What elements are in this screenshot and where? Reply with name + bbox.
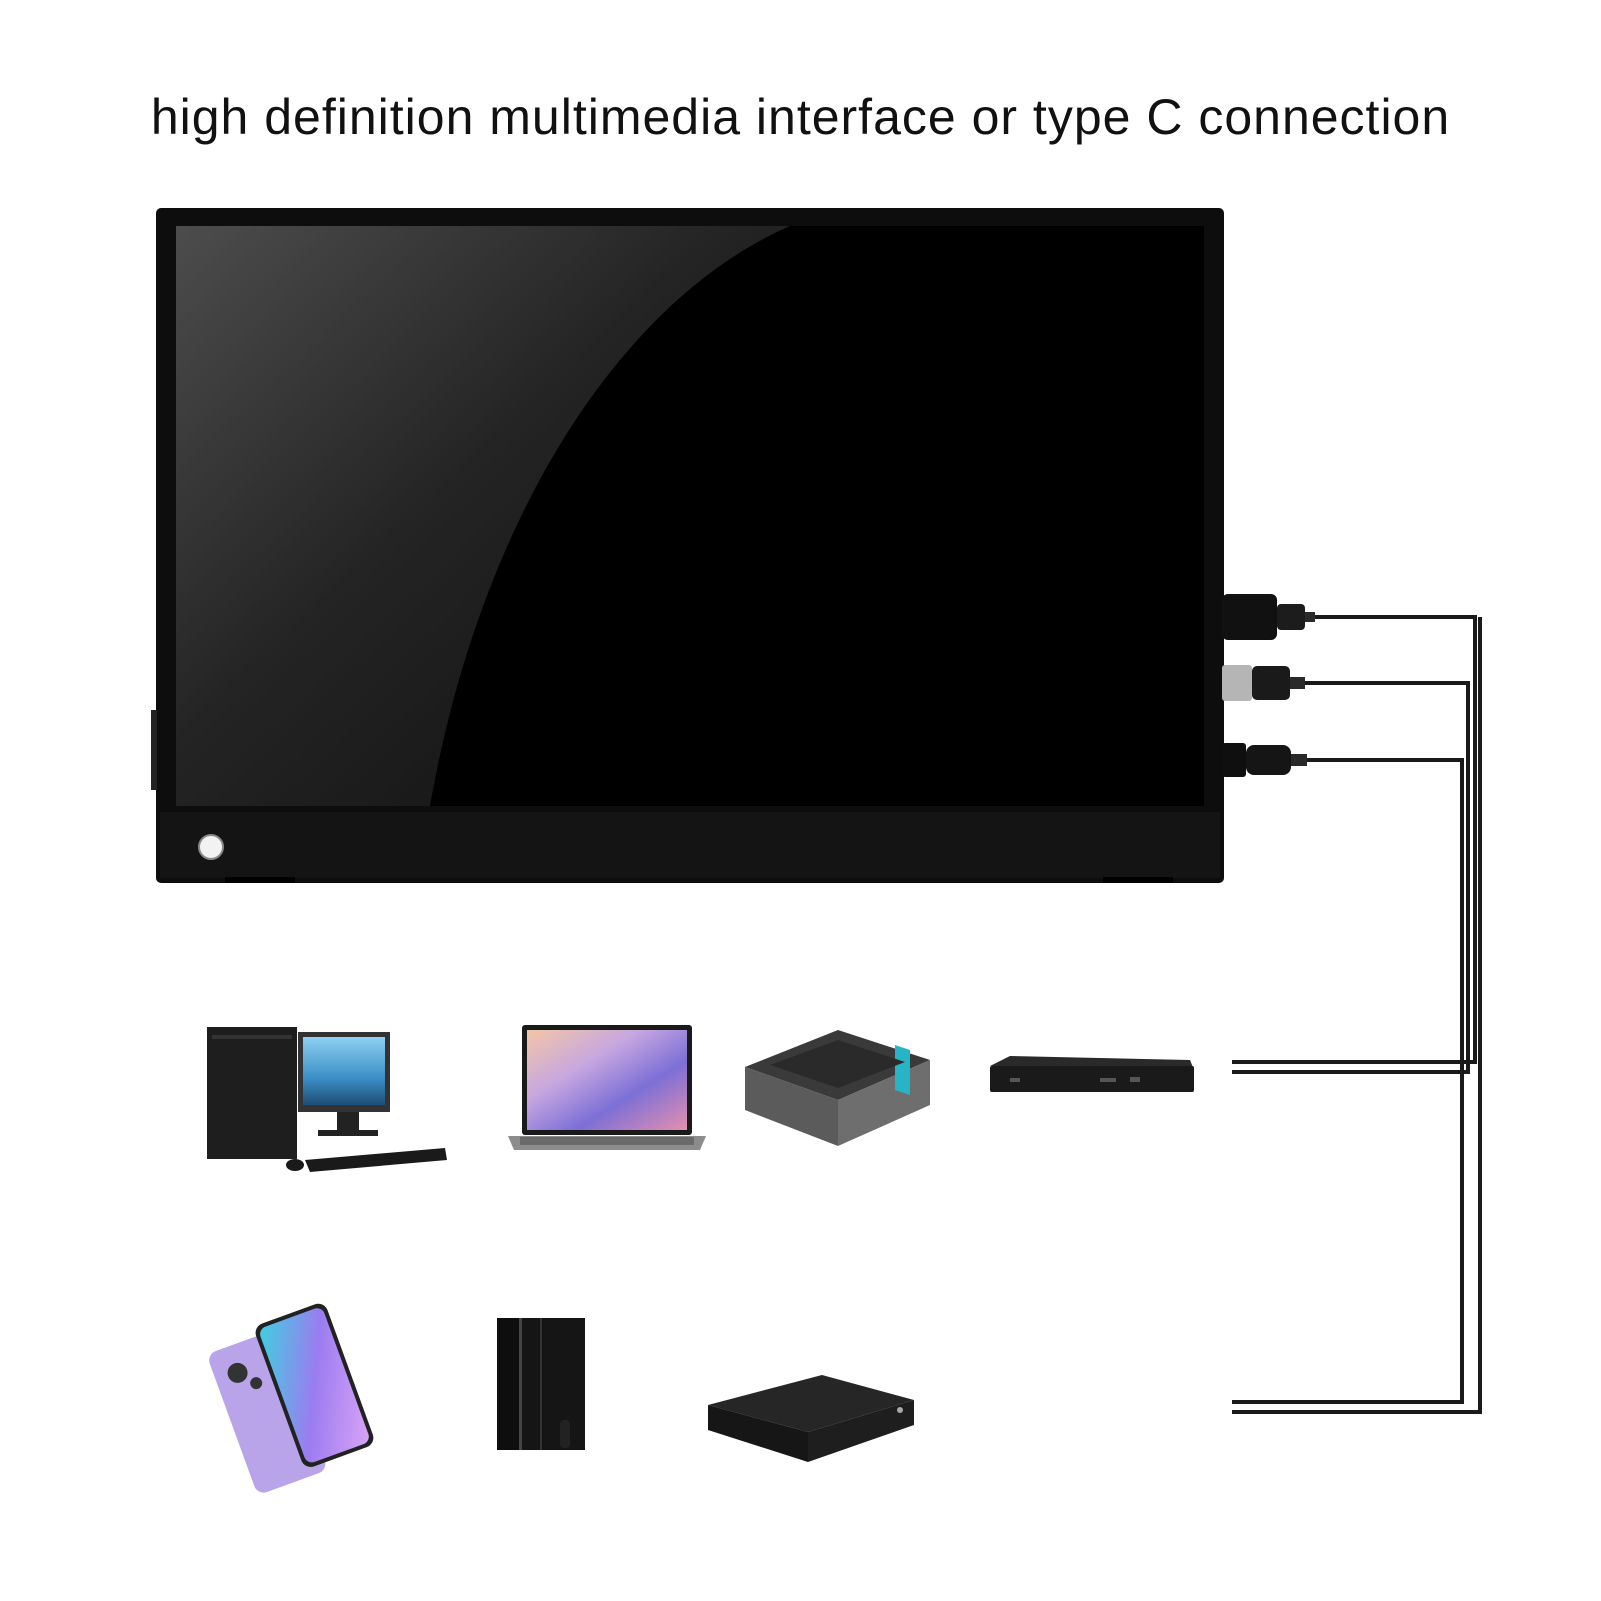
hdmi-plug-icon bbox=[1222, 594, 1315, 640]
usb-c-cable-2 bbox=[1232, 758, 1464, 1404]
desktop-pc-icon bbox=[207, 1027, 447, 1172]
game-console-icon bbox=[497, 1318, 585, 1450]
usb-c-cable-1 bbox=[1232, 681, 1470, 1074]
monitor-chin bbox=[160, 812, 1220, 878]
side-buttons bbox=[151, 710, 157, 790]
power-indicator-icon bbox=[198, 834, 224, 860]
portable-monitor bbox=[151, 208, 1224, 883]
mini-pc-icon bbox=[745, 1030, 930, 1146]
cables bbox=[1232, 615, 1482, 1414]
laptop-icon bbox=[508, 1025, 706, 1150]
monitor-foot-left bbox=[225, 877, 295, 883]
hdmi-cable bbox=[1232, 615, 1477, 1064]
page-title: high definition multimedia interface or … bbox=[150, 89, 1451, 145]
xbox-console-icon bbox=[708, 1375, 914, 1462]
monitor-foot-right bbox=[1103, 877, 1173, 883]
dvd-player-icon bbox=[990, 1056, 1194, 1092]
usb-c-plug-icon bbox=[1222, 665, 1305, 701]
cable-bottom-return bbox=[1232, 617, 1482, 1414]
smartphone-icon bbox=[209, 1303, 374, 1493]
usb-c-plug-icon bbox=[1222, 743, 1307, 777]
screen-glare bbox=[176, 226, 790, 806]
cable-plugs bbox=[1222, 594, 1315, 777]
